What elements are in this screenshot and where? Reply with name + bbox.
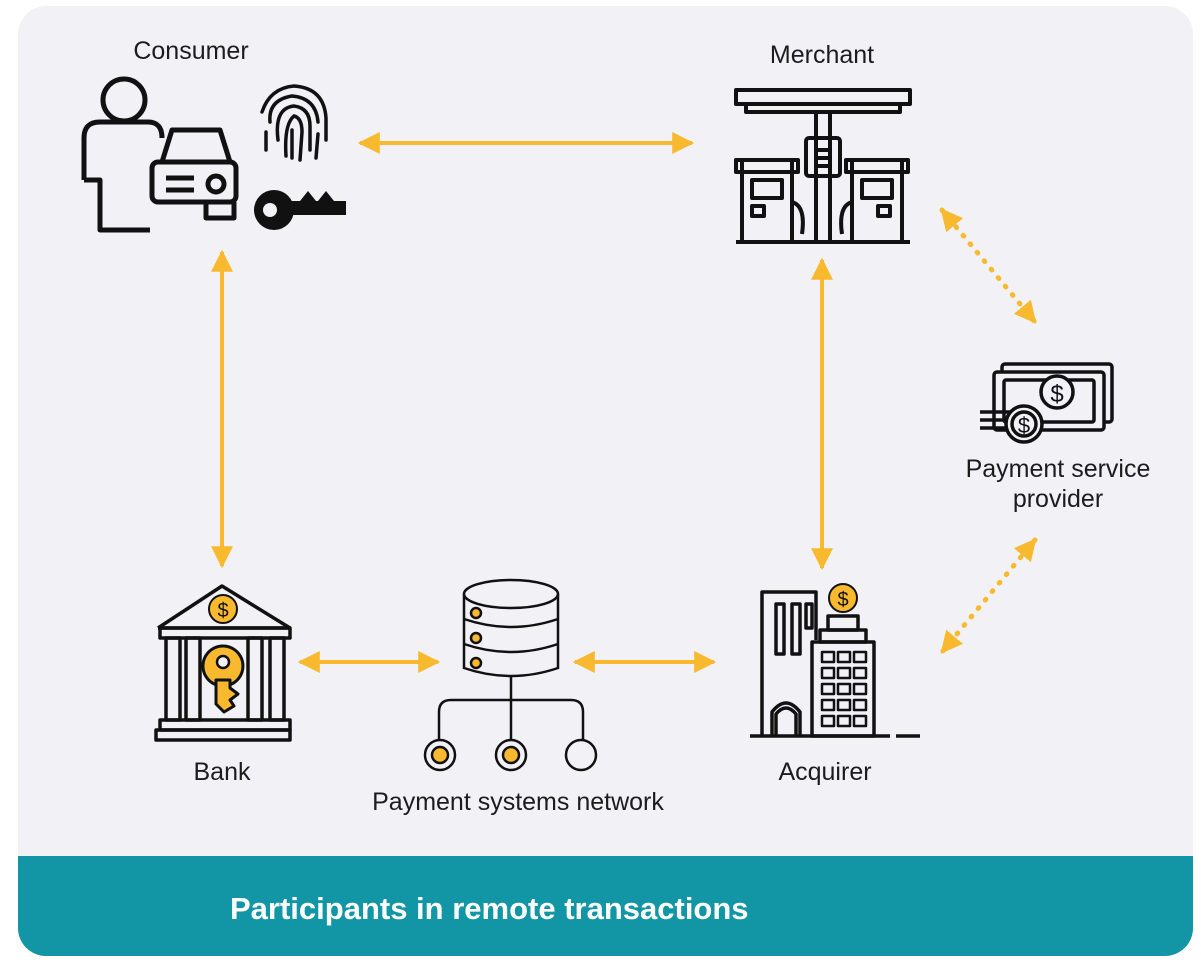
network-label: Payment systems network (372, 788, 664, 816)
svg-text:$: $ (1050, 381, 1063, 408)
bank-dollar-coin-icon: $ (208, 594, 238, 624)
merchant-label: Merchant (769, 41, 875, 69)
fingerprint-icon (260, 84, 328, 162)
car-icon (149, 127, 239, 221)
fuel-station-icon (734, 88, 912, 244)
acquirer-label: Acquirer (778, 758, 872, 786)
svg-text:$: $ (837, 589, 848, 611)
database-icon (423, 578, 598, 772)
cash-stack-icon: $ $ (980, 362, 1114, 444)
psp-label-line1: Payment service (965, 455, 1151, 483)
connector-psp-acquirer (939, 537, 1038, 655)
bank-building-icon (154, 584, 292, 742)
acquirer-dollar-coin-icon: $ (828, 583, 858, 613)
office-building-icon (750, 590, 920, 738)
consumer-label: Consumer (133, 37, 249, 65)
bank-key-icon (201, 644, 245, 714)
footer-banner: Participants in remote transactions (18, 856, 1193, 956)
connector-merchant-psp (939, 207, 1038, 325)
svg-text:$: $ (217, 600, 228, 622)
key-icon (254, 190, 346, 230)
person-icon (81, 76, 165, 233)
bank-label: Bank (193, 758, 251, 786)
psp-label-line2: provider (1012, 485, 1104, 513)
svg-text:$: $ (1018, 413, 1030, 438)
diagram-title: Participants in remote transactions (230, 891, 749, 926)
